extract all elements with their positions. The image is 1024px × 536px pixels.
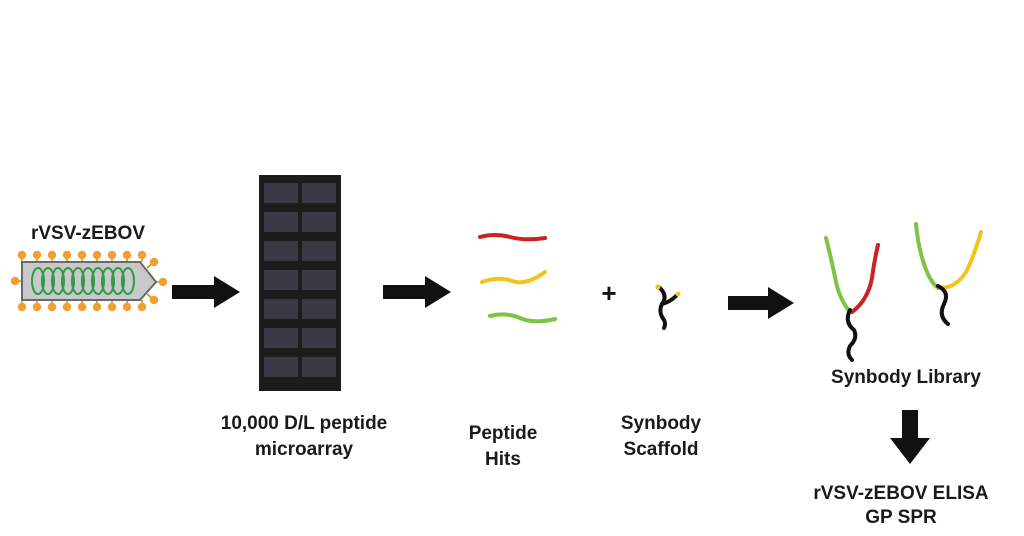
virus-coil [101,267,115,295]
virus-spike [32,302,42,312]
assay-label-line1: rVSV-zEBOV ELISA [813,483,989,504]
virus-spike [10,276,20,286]
microarray-label-line2: microarray [254,439,354,460]
microarray-block [302,299,336,319]
microarray-image [259,175,341,391]
virus-spike [47,302,57,312]
assay-label-line2: GP SPR [865,507,937,528]
scaffold-label-line2: Scaffold [623,439,699,460]
virus-spike [32,250,42,260]
scaffold-label-line1: Synbody [620,413,702,434]
virus-coil [61,267,75,295]
virus-spike [92,250,102,260]
microarray-block [302,357,336,377]
peptide-yellow [480,270,547,285]
virus-spike [77,302,87,312]
virus-spike [107,302,117,312]
virus-spike [107,250,117,260]
virus-coil [81,267,95,295]
peptide-red [478,233,547,242]
plus-sign: + [601,278,616,308]
virus-coil [71,267,85,295]
virus-spike [149,257,159,267]
virus-label: rVSV-zEBOV [30,223,146,244]
virus-spike [17,302,27,312]
virus-spike [77,250,87,260]
synbody-molecule-icon [824,236,880,362]
synbody-molecule-icon [914,222,983,326]
virus-spike [62,302,72,312]
microarray-block [302,328,336,348]
virus-coil [51,267,65,295]
virus-spikes [10,250,168,312]
virus-coil [111,267,125,295]
virus-coil [91,267,105,295]
virus-spike [149,295,159,305]
microarray-block [264,328,298,348]
peptide-green [488,312,557,324]
microarray-block [302,183,336,203]
microarray-block [302,212,336,232]
virus-spike [158,277,168,287]
microarray-spots [264,183,336,377]
virus-coil [121,267,135,295]
microarray-block [264,299,298,319]
microarray-label-line1: 10,000 D/L peptide [220,413,388,434]
virus-spike [92,302,102,312]
virus-coils [31,267,135,295]
virus-coil [41,267,55,295]
virus-spike [122,302,132,312]
scaffold-icon [655,284,681,330]
microarray-block [264,357,298,377]
peptide-hits-label-line1: Peptide [468,423,538,444]
library-label: Synbody Library [831,367,981,388]
microarray-block [302,241,336,261]
virus-spike [137,302,147,312]
virus-coil [31,267,45,295]
virus-spike [62,250,72,260]
virus-spike [122,250,132,260]
arrow-right-icon [172,276,240,308]
microarray-block [264,270,298,290]
arrow-right-icon [383,276,451,308]
microarray-block [264,183,298,203]
microarray-block [302,270,336,290]
arrow-down-icon [890,410,930,464]
microarray-block [264,212,298,232]
peptide-hits-label-line2: Hits [485,449,521,470]
virus-particle-icon [10,250,168,312]
arrow-right-icon [728,287,794,319]
virus-spike [17,250,27,260]
virus-spike [47,250,57,260]
microarray-block [264,241,298,261]
virus-spike [137,250,147,260]
